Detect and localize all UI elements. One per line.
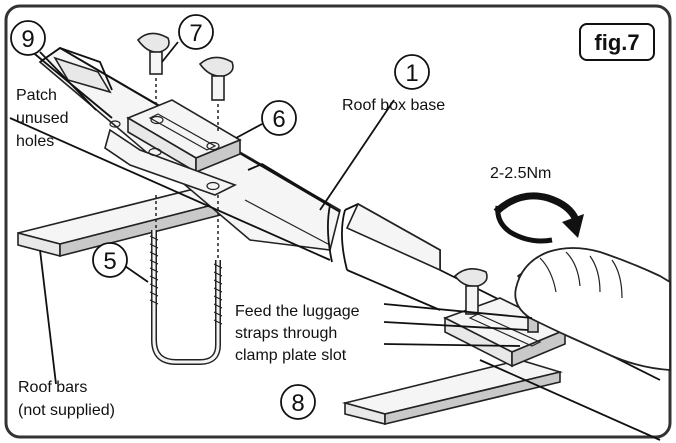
label-torque: 2-2.5Nm: [490, 165, 551, 182]
torque-rotation-arrow: [493, 192, 584, 244]
label-roof-box-base: Roof box base: [342, 97, 445, 114]
label-feed-line2: straps through: [235, 325, 337, 342]
svg-text:6: 6: [272, 106, 285, 133]
svg-text:1: 1: [405, 60, 418, 87]
figure-label-box: fig.7: [579, 23, 655, 61]
hand-illustration: [514, 247, 671, 371]
svg-text:5: 5: [103, 248, 116, 275]
callout-9: 9: [10, 20, 46, 56]
label-feed-line3: clamp plate slot: [235, 347, 347, 364]
callout-5: 5: [92, 242, 128, 278]
label-roof-bars-line2: (not supplied): [18, 402, 115, 419]
svg-text:7: 7: [189, 20, 202, 47]
knob-bolt-left: [136, 32, 170, 108]
label-roof-bars-line1: Roof bars: [18, 379, 87, 396]
figure-label: fig.7: [594, 30, 639, 55]
label-feed-line1: Feed the luggage: [235, 303, 360, 320]
callout-7: 7: [178, 14, 214, 50]
knob-bolt-right: [198, 56, 234, 134]
mount-bracket-upper: [104, 120, 238, 196]
roof-bar-right: [341, 359, 564, 426]
label-patch-line1: Patch: [16, 87, 57, 104]
callout-1: 1: [394, 54, 430, 90]
clamp-plate-upper: [126, 99, 242, 174]
svg-text:8: 8: [291, 390, 304, 417]
callout-6: 6: [261, 100, 297, 136]
callout-8: 8: [280, 384, 316, 420]
u-bolt: [149, 195, 223, 365]
leader-lines: [29, 41, 533, 385]
svg-text:9: 9: [21, 26, 34, 53]
label-patch-line3: holes: [16, 133, 54, 150]
label-patch-line2: unused: [16, 110, 69, 127]
